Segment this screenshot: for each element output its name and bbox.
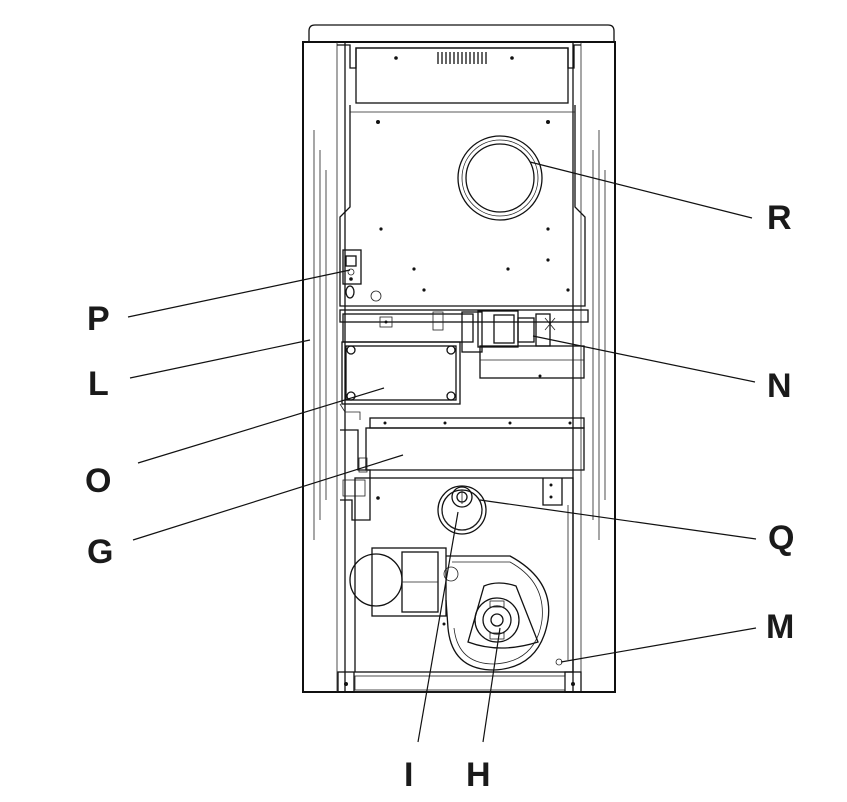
main-back-plate	[339, 105, 586, 307]
label-N: N	[767, 367, 792, 405]
leader-N	[532, 335, 756, 383]
leader-I	[417, 511, 459, 743]
leader-H	[482, 627, 501, 743]
label-P: P	[87, 300, 110, 338]
label-I: I	[404, 756, 413, 794]
component-H	[445, 555, 563, 671]
leader-R	[529, 161, 753, 219]
left-lower-bracket	[340, 429, 380, 521]
label-L: L	[88, 365, 109, 403]
stove-casing	[302, 24, 616, 693]
label-R: R	[767, 199, 792, 237]
component-P	[342, 249, 362, 299]
label-H: H	[466, 756, 491, 794]
label-M: M	[766, 608, 794, 646]
component-Q	[437, 485, 487, 535]
label-O: O	[85, 462, 111, 500]
middle-bracket	[339, 309, 589, 353]
leader-M	[560, 627, 757, 663]
label-Q: Q	[768, 519, 794, 557]
component-N	[477, 310, 585, 379]
component-I	[349, 547, 459, 626]
callout-labels: R P L N O G Q M I H	[85, 199, 794, 794]
top-cover-plate	[337, 44, 581, 104]
top-vent-slots	[437, 52, 487, 64]
cross-panel-G	[365, 417, 585, 471]
lower-compartment	[354, 477, 574, 673]
leader-G	[132, 454, 404, 541]
leader-Q	[479, 499, 757, 540]
leader-lines	[127, 161, 757, 743]
leader-P	[127, 269, 351, 318]
leader-O	[137, 387, 385, 464]
label-G: G	[87, 533, 113, 571]
flue-outlet-R	[457, 135, 543, 221]
leader-L	[129, 339, 311, 379]
electronic-board-box-O	[339, 341, 461, 420]
